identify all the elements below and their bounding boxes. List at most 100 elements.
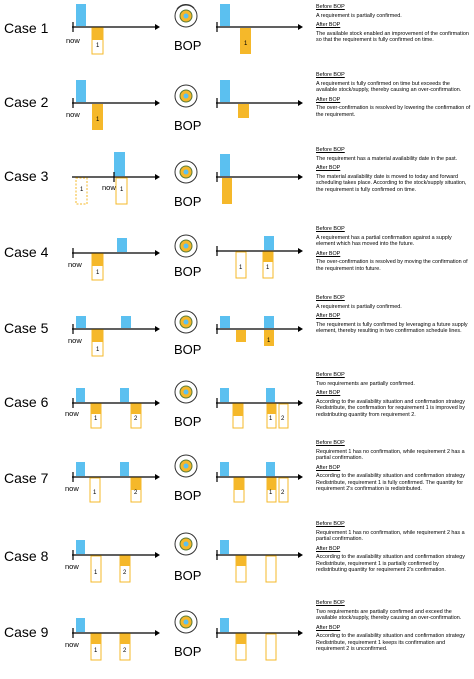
after-header: After BOP xyxy=(316,464,341,471)
requirement-number: 1 xyxy=(267,338,271,344)
now-label: now xyxy=(102,183,116,192)
case-diagram: now 1 BOP 1 xyxy=(66,3,303,55)
before-header: Before BOP xyxy=(316,226,345,232)
now-label: now xyxy=(68,260,82,269)
confirmed-fill xyxy=(236,634,246,644)
bop-gear-icon xyxy=(174,454,198,478)
arrow-head xyxy=(155,100,160,106)
after-header: After BOP xyxy=(316,22,341,28)
requirement-box xyxy=(265,555,277,583)
after-diagram: 1 1 xyxy=(216,236,303,279)
case-9: Case 9 now 1 2 BOP xyxy=(0,600,474,679)
confirmed-fill xyxy=(92,28,103,40)
confirmed-fill xyxy=(267,404,276,414)
bop-label: BOP xyxy=(174,488,201,503)
case-diagram: now 1 2 BOP xyxy=(65,610,303,661)
confirmed-fill xyxy=(120,556,130,566)
after-header: After BOP xyxy=(316,313,341,319)
requirement-number: 1 xyxy=(94,648,98,654)
arrow-head xyxy=(298,24,303,30)
bop-gear-icon xyxy=(174,84,198,108)
supply-bar xyxy=(120,388,129,402)
now-label: now xyxy=(66,36,80,45)
after-header: After BOP xyxy=(316,624,341,631)
before-diagram: now 1 2 xyxy=(65,462,160,503)
requirement-number: 1 xyxy=(96,43,100,49)
case-label: Case 7 xyxy=(4,470,49,486)
requirement-number: 1 xyxy=(266,265,270,271)
after-text: According to the availability situation … xyxy=(316,633,465,652)
case-diagram: now 1 2 BOP 1 2 xyxy=(65,454,303,503)
after-diagram: 1 2 xyxy=(216,462,303,503)
supply-bar xyxy=(114,152,125,176)
supply-bar xyxy=(220,4,230,26)
now-label: now xyxy=(65,484,79,493)
requirement-box xyxy=(278,403,289,429)
case-diagram: now 1 2 BOP 1 2 xyxy=(65,380,303,429)
before-header: Before BOP xyxy=(316,600,345,606)
requirement-number: 1 xyxy=(93,490,97,496)
case-6: Case 6 now 1 2 BOP xyxy=(0,372,474,450)
requirement-number: 1 xyxy=(80,187,84,193)
requirement-number: 1 xyxy=(96,347,100,353)
confirmed-fill xyxy=(236,556,246,566)
arrow-head xyxy=(155,474,160,480)
bop-label: BOP xyxy=(174,644,201,659)
case-label: Case 8 xyxy=(4,548,49,564)
arrow-head xyxy=(155,174,160,180)
arrow-head xyxy=(298,100,303,106)
supply-bar xyxy=(121,316,131,328)
requirement-box xyxy=(115,177,128,205)
requirement-number: 1 xyxy=(269,416,273,422)
arrow-head xyxy=(155,24,160,30)
after-diagram xyxy=(216,618,303,661)
after-text: The over-confirmation is resolved by low… xyxy=(316,105,471,118)
supply-bar xyxy=(220,540,229,554)
arrow-head xyxy=(155,250,160,256)
confirmed-fill xyxy=(222,178,232,204)
confirmed-fill xyxy=(234,478,244,490)
supply-bar xyxy=(264,316,274,328)
bop-label: BOP xyxy=(174,118,201,133)
after-text: The requirement is fully confirmed by le… xyxy=(316,321,468,335)
after-text: The over-confirmation is resolved by mov… xyxy=(316,259,468,272)
requirement-box xyxy=(265,633,277,661)
supply-bar xyxy=(76,4,86,26)
supply-bar xyxy=(76,80,86,102)
case-text: Before BOP The requirement has a materia… xyxy=(316,147,471,196)
bop-label: BOP xyxy=(174,342,201,357)
supply-bar xyxy=(220,154,230,176)
after-header: After BOP xyxy=(316,250,341,257)
case-label: Case 5 xyxy=(4,320,49,336)
after-text: The material availability date is moved … xyxy=(316,173,467,193)
after-header: After BOP xyxy=(316,165,341,171)
bop-gear-icon xyxy=(174,380,198,404)
requirement-number: 2 xyxy=(134,416,138,422)
case-diagram: now 1 BOP 1 xyxy=(68,310,303,357)
now-label: now xyxy=(65,409,79,418)
case-1: Case 1 now 1 BOP 1 Before BOP xyxy=(0,0,474,72)
confirmed-fill xyxy=(238,104,249,118)
supply-bar xyxy=(266,462,275,476)
confirmed-fill xyxy=(120,634,130,644)
after-diagram xyxy=(216,80,303,118)
arrow-head xyxy=(298,400,303,406)
arrow-head xyxy=(298,552,303,558)
case-8: Case 8 now 1 2 BOP xyxy=(0,521,474,602)
before-diagram: now 1 xyxy=(66,80,160,130)
before-header: Before BOP xyxy=(316,440,345,446)
past-requirement-box xyxy=(75,177,88,205)
case-4: Case 4 now 1 BOP 1 1 xyxy=(0,226,474,302)
before-text: Requirement 1 has no confirmation, while… xyxy=(316,448,465,462)
arrow-head xyxy=(155,400,160,406)
supply-bar xyxy=(220,316,230,328)
after-diagram: 1 xyxy=(216,4,303,54)
requirement-number: 1 xyxy=(94,570,98,576)
supply-bar xyxy=(220,388,229,402)
requirement-number: 1 xyxy=(239,265,243,271)
after-diagram xyxy=(216,154,303,204)
arrow-head xyxy=(298,174,303,180)
arrow-head xyxy=(298,248,303,254)
supply-bar xyxy=(266,388,275,402)
confirmed-fill xyxy=(236,330,246,342)
